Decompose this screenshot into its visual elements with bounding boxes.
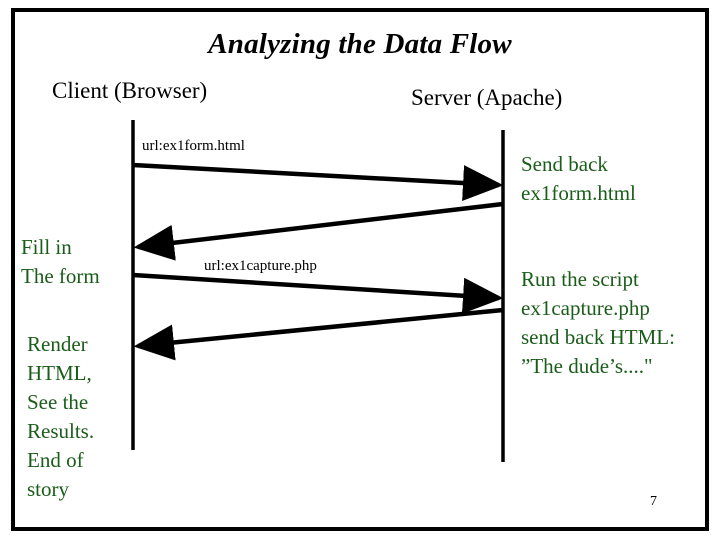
message-arrow-response-ex1form [133,201,504,261]
page-number: 7 [650,494,657,509]
note-server-run-script: Run the script ex1capture.php send back … [521,267,675,378]
message-label-ex1form: url:ex1form.html [142,138,245,154]
actor-label-server: Server (Apache) [411,85,563,110]
message-label-ex1capture: url:ex1capture.php [204,258,317,274]
message-arrow-response-ex1capture [133,307,504,361]
page-title: Analyzing the Data Flow [208,28,512,60]
message-arrow-request-ex1form [132,162,504,202]
actor-label-client: Client (Browser) [52,78,208,103]
message-arrow-request-ex1capture [132,272,504,314]
slide-border-frame [11,8,709,531]
note-server-send-back: Send back ex1form.html [521,152,636,205]
note-client-fill-in-form: Fill in The form [21,235,100,288]
note-client-render-html: Render HTML, See the Results. End of sto… [27,332,95,501]
